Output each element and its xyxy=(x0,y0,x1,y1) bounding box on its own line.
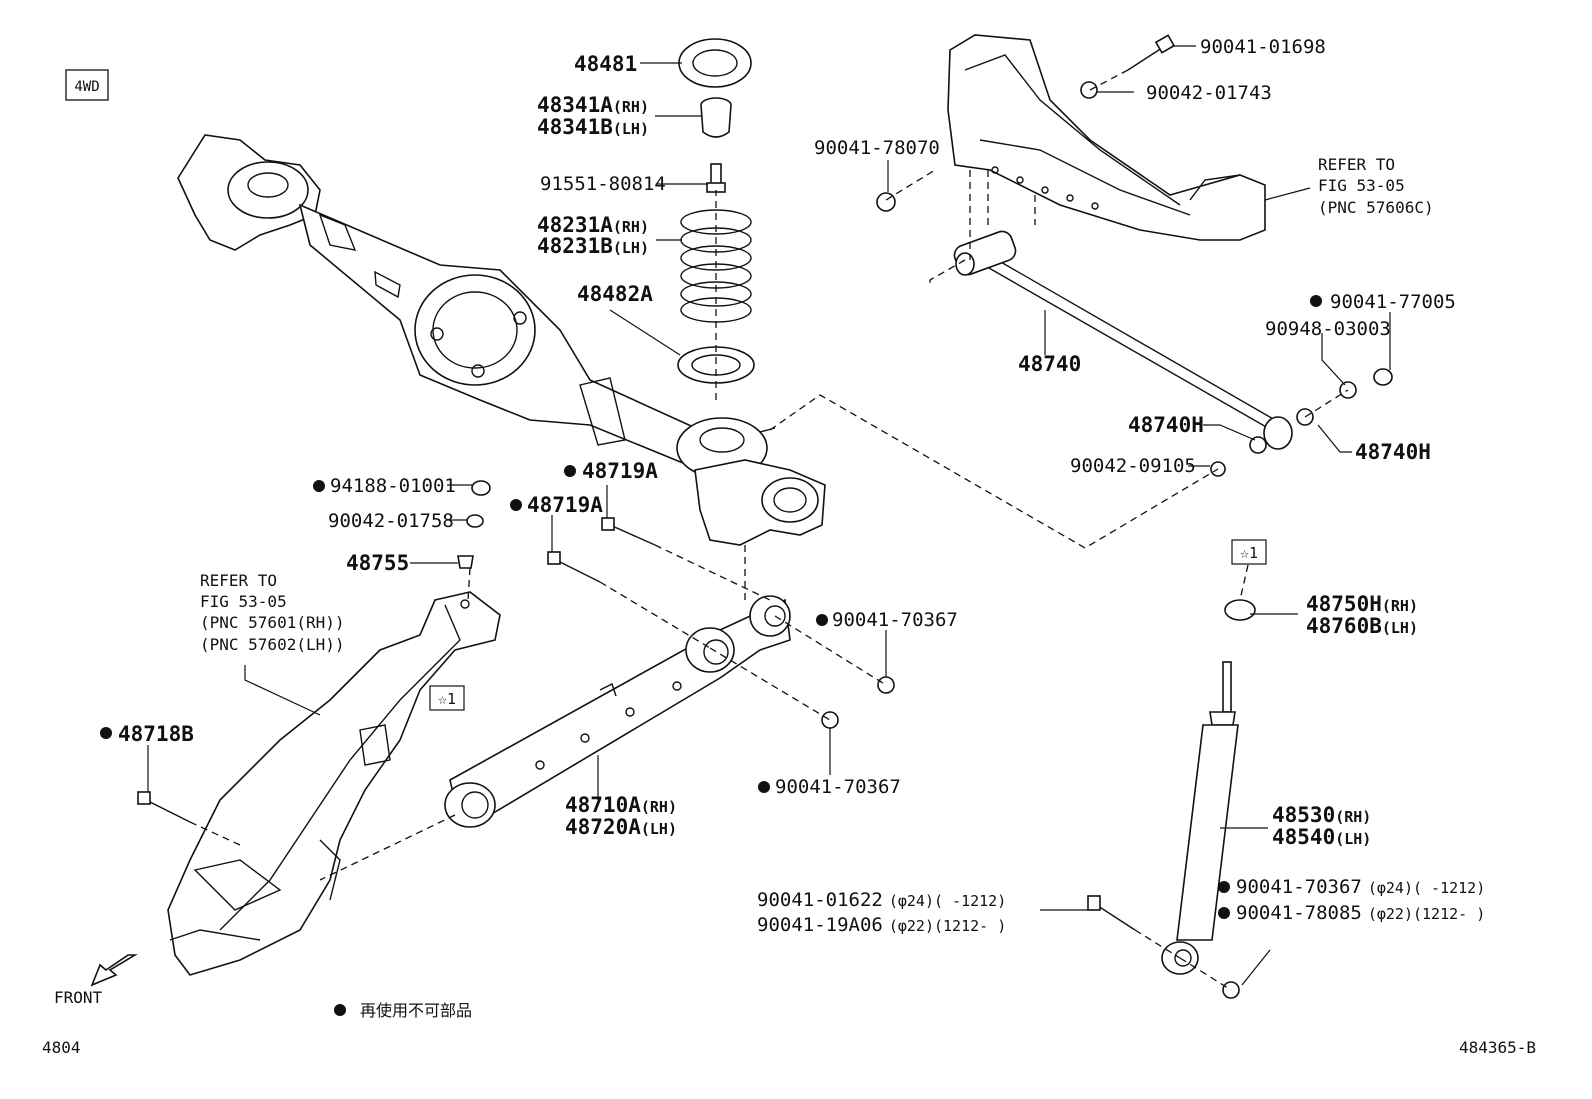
label-48720A: 48720A(LH) xyxy=(565,815,677,839)
badge-4wd: 4WD xyxy=(65,69,109,101)
label-90041-70367-a: 90041-70367 xyxy=(832,609,958,631)
label-48740: 48740 xyxy=(1018,352,1081,376)
frame-upper-right xyxy=(947,34,1266,241)
label-48719A-b: 48719A xyxy=(527,493,603,517)
label-48341A: 48341A(RH) xyxy=(537,93,649,117)
label-90042-09105: 90042-09105 xyxy=(1070,455,1196,477)
label-48740H-a: 48740H xyxy=(1128,413,1204,437)
label-90041-01622: 90041-01622(φ24)( -1212) xyxy=(757,889,1006,911)
part-labels: 48481 48341A(RH) 48341B(LH) 91551-80814 … xyxy=(42,36,1536,1057)
label-90042-01758: 90042-01758 xyxy=(328,510,454,532)
label-90041-78085: 90041-78085(φ22)(1212- ) xyxy=(1236,902,1485,924)
ref-left-line3: (PNC 57601(RH)) xyxy=(200,613,345,632)
legend-non-reusable: 再使用不可部品 xyxy=(360,1001,472,1020)
label-90041-19A06: 90041-19A06(φ22)(1212- ) xyxy=(757,914,1006,936)
label-48482A: 48482A xyxy=(577,282,653,306)
star-marker-left-text: ☆1 xyxy=(438,690,456,708)
non-reusable-markers xyxy=(100,295,1322,1016)
star-marker-right-text: ☆1 xyxy=(1240,544,1258,562)
ref-left-line1: REFER TO xyxy=(200,571,277,590)
front-label: FRONT xyxy=(54,988,103,1007)
spring-stack xyxy=(677,38,755,384)
label-48231A: 48231A(RH) xyxy=(537,213,649,237)
left-fasteners xyxy=(137,480,895,823)
ref-right-line1: REFER TO xyxy=(1318,155,1395,174)
star-marker-right: ☆1 xyxy=(1231,539,1267,565)
lower-arm xyxy=(444,595,791,828)
page-code: 4804 xyxy=(42,1038,81,1057)
label-48530: 48530(RH) xyxy=(1272,803,1371,827)
ref-left-line4: (PNC 57602(LH)) xyxy=(200,635,345,654)
label-90041-78070: 90041-78070 xyxy=(814,137,940,159)
label-48750H: 48750H(RH) xyxy=(1306,592,1418,616)
front-arrow-icon xyxy=(90,954,138,987)
dashed-lines xyxy=(189,69,1349,991)
label-90948-03003: 90948-03003 xyxy=(1265,318,1391,340)
ref-left-line2: FIG 53-05 xyxy=(200,592,287,611)
label-94188-01001: 94188-01001 xyxy=(330,475,456,497)
ref-right-line2: FIG 53-05 xyxy=(1318,176,1405,195)
label-48481: 48481 xyxy=(574,52,637,76)
label-90041-70367-c: 90041-70367(φ24)( -1212) xyxy=(1236,876,1485,898)
label-48231B: 48231B(LH) xyxy=(537,234,649,258)
label-48755: 48755 xyxy=(346,551,409,575)
ref-right-line3: (PNC 57606C) xyxy=(1318,198,1434,217)
label-48718B: 48718B xyxy=(118,722,194,746)
label-90041-77005: 90041-77005 xyxy=(1330,291,1456,313)
label-48540: 48540(LH) xyxy=(1272,825,1371,849)
label-48760B: 48760B(LH) xyxy=(1306,614,1418,638)
figure-code: 484365-B xyxy=(1459,1038,1536,1057)
label-48341B: 48341B(LH) xyxy=(537,115,649,139)
axle-housing xyxy=(177,134,826,546)
shock-absorber xyxy=(1087,599,1256,999)
label-90041-70367-b: 90041-70367 xyxy=(775,776,901,798)
label-90042-01743: 90042-01743 xyxy=(1146,82,1272,104)
label-90041-01698: 90041-01698 xyxy=(1200,36,1326,58)
label-48740H-b: 48740H xyxy=(1355,440,1431,464)
leader-lines xyxy=(147,45,1391,986)
badge-4wd-text: 4WD xyxy=(74,79,99,95)
label-48719A-a: 48719A xyxy=(582,459,658,483)
frame-left xyxy=(167,591,501,976)
star-marker-left: ☆1 xyxy=(429,685,465,711)
label-91551-80814: 91551-80814 xyxy=(540,173,666,195)
label-48710A: 48710A(RH) xyxy=(565,793,677,817)
